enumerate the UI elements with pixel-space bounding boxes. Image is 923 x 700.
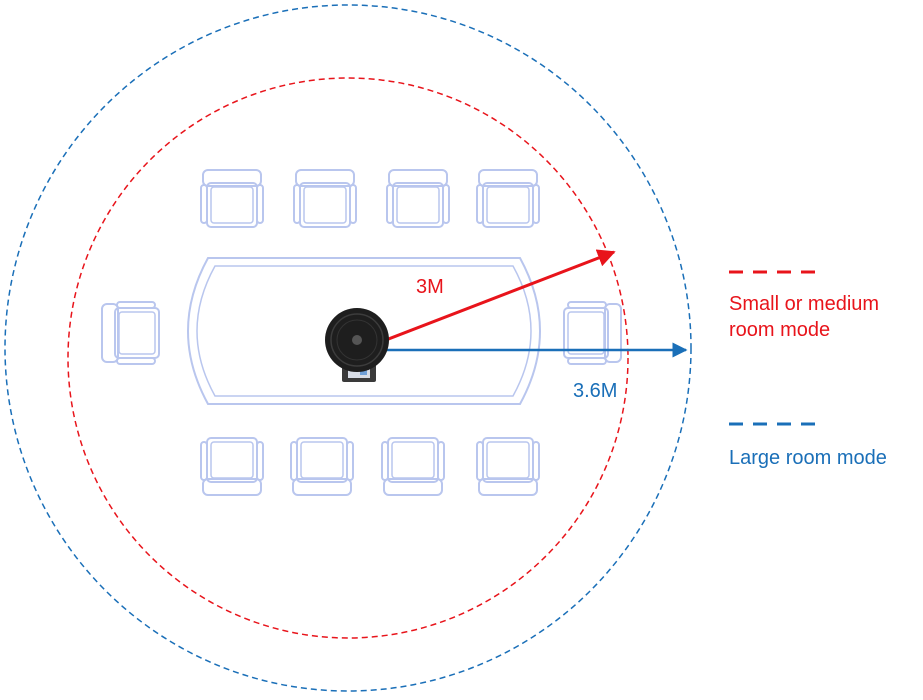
small-radius-label: 3M — [416, 276, 444, 298]
chair-icon — [200, 437, 264, 496]
legend-small-label-line2: room mode — [729, 319, 830, 341]
chair-icon — [476, 169, 540, 228]
chair-icon — [563, 301, 622, 365]
chair-icon — [101, 301, 160, 365]
chair-icon — [200, 169, 264, 228]
chair-icon — [476, 437, 540, 496]
large-room-coverage-circle — [4, 4, 692, 692]
speakerphone-icon — [325, 308, 389, 382]
chair-icon — [290, 437, 354, 496]
legend-small-label-line1: Small or medium — [729, 293, 879, 315]
legend: Small or medium room mode Large room mod… — [729, 270, 887, 469]
legend-large-label: Large room mode — [729, 447, 887, 469]
chair-icon — [293, 169, 357, 228]
conference-table-icon — [187, 257, 541, 405]
large-radius-label: 3.6M — [573, 380, 617, 402]
small-radius-arrow — [359, 249, 616, 352]
chair-icon — [381, 437, 445, 496]
chair-icon — [386, 169, 450, 228]
small-room-coverage-circle — [67, 77, 629, 639]
